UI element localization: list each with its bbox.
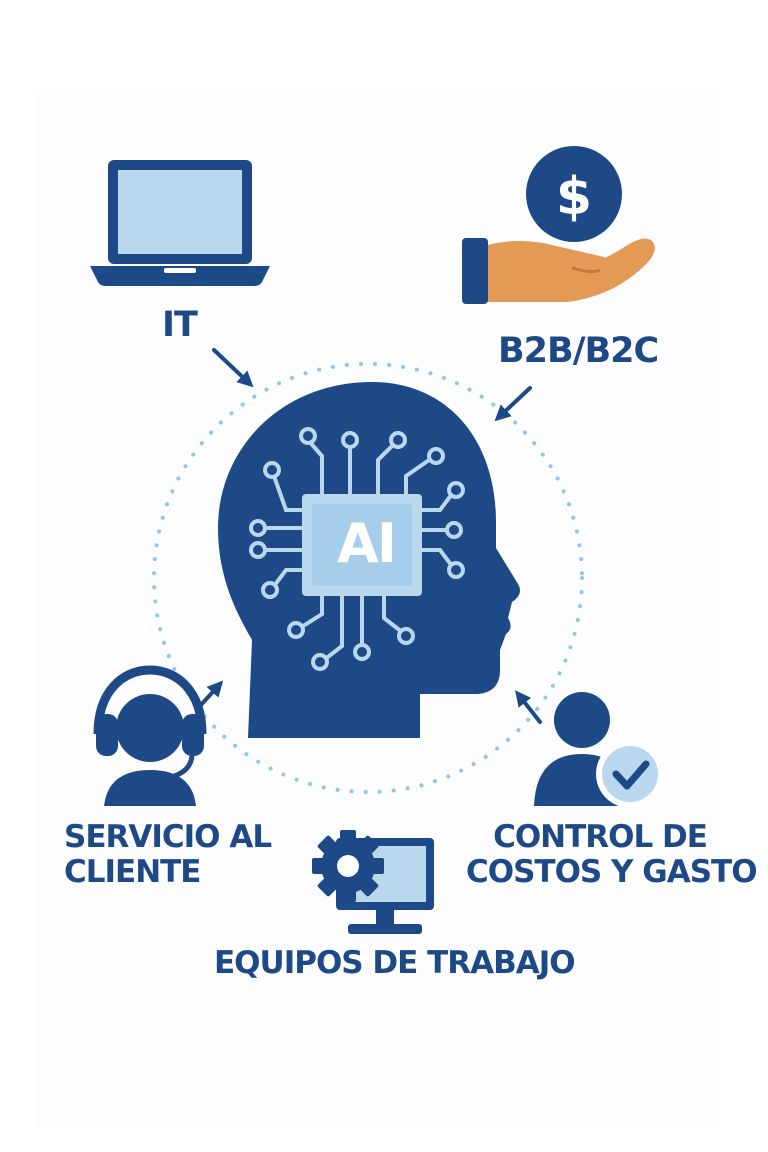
circuit-nodes (249, 427, 465, 671)
label-it: IT (162, 305, 198, 345)
gear-monitor-icon (312, 830, 434, 934)
label-b2b-b2c: B2B/B2C (498, 331, 659, 371)
label-equipos-de-trabajo: EQUIPOS DE TRABAJO (214, 945, 576, 981)
svg-text:$: $ (556, 167, 592, 227)
label-control-costos: CONTROL DE COSTOS Y GASTO (466, 819, 758, 890)
label-control-line-1: CONTROL DE (493, 819, 708, 855)
arrow-it (212, 348, 254, 388)
user-check-icon (534, 692, 664, 808)
label-servicio-al-cliente: SERVICIO AL CLIENTE (64, 819, 272, 890)
dotted-orbit-ring (152, 362, 584, 794)
arrow-control (515, 690, 542, 724)
hand-coin-icon: $ (462, 146, 655, 304)
label-control-line-2: COSTOS Y GASTO (466, 853, 758, 890)
circuit-traces (262, 438, 454, 662)
laptop-icon (90, 160, 270, 286)
ai-chip-inner (312, 504, 412, 586)
headset-agent-icon (93, 665, 207, 806)
arrow-servicio (198, 680, 224, 708)
arrow-b2b (494, 386, 532, 422)
label-servicio-line-1: SERVICIO AL (64, 819, 272, 855)
ai-badge-text: AI (337, 512, 397, 575)
label-servicio-line-2: CLIENTE (64, 853, 201, 890)
